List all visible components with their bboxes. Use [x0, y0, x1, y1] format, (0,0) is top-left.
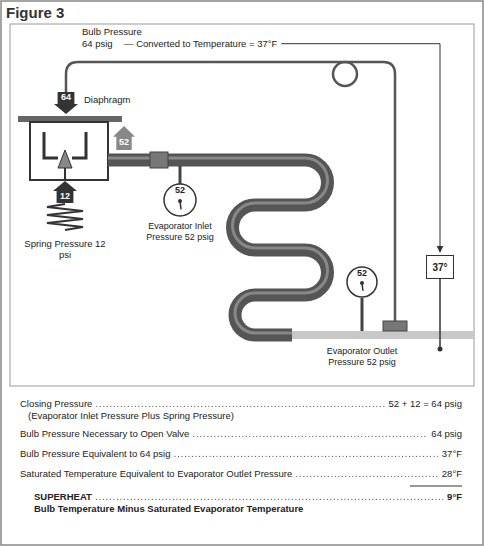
spring [47, 204, 83, 230]
leader-line [281, 44, 440, 252]
gauge-stem [179, 166, 182, 184]
table-text: 28°F [442, 468, 462, 479]
value-number: 52 [175, 186, 185, 196]
inlet-fitting [150, 152, 168, 168]
value-number: 37° [432, 262, 447, 273]
thermometer-tip [438, 347, 443, 352]
pressure-arrow: 52 [113, 126, 135, 150]
illustration-panel [10, 24, 474, 386]
gauge-pivot [178, 199, 182, 203]
callout-label: — Converted to Temperature = 37°F [124, 38, 277, 49]
thermometer-box: 37° [426, 255, 454, 279]
box-outline [427, 256, 454, 279]
valve-needle [58, 150, 72, 168]
table-text: (Evaporator Inlet Pressure Plus Spring P… [28, 410, 234, 421]
value-number: 64 [61, 93, 71, 103]
table-text: SUPERHEAT [34, 491, 92, 502]
table-text: Closing Pressure [20, 398, 92, 409]
capillary-coil [333, 62, 357, 86]
callout-label: Spring Pressure 12 psi [23, 238, 107, 261]
figure-title: Figure 3 [6, 4, 64, 22]
coil-highlight [108, 158, 328, 333]
sensing-bulb [383, 321, 407, 331]
dot-leader [175, 456, 438, 457]
pressure-arrow: 64 [54, 92, 78, 114]
thermometer-stem [439, 279, 441, 348]
gauge-stem [361, 298, 364, 331]
table-text: Saturated Temperature Equivalent to Evap… [20, 468, 292, 479]
table-text: 64 psig [431, 428, 462, 439]
callout-label: 64 psig [82, 38, 113, 49]
arrow-outline [113, 126, 135, 150]
valve-stem [64, 168, 66, 180]
table-text: 37°F [442, 448, 462, 459]
dot-leader [96, 499, 443, 500]
gauge-dial [347, 267, 377, 297]
gauge-label: Evaporator Outlet Pressure 52 psig [314, 346, 410, 368]
value-number: 52 [119, 138, 129, 148]
gauge-dial [164, 184, 196, 216]
dot-leader [96, 406, 384, 407]
table-text: Bulb Pressure Necessary to Open Valve [20, 428, 189, 439]
arrow-outline [54, 92, 78, 114]
arrow-outline [53, 181, 77, 203]
capillary-tube [66, 62, 395, 321]
dot-leader [296, 476, 438, 477]
value-number: 52 [357, 269, 367, 279]
dot-leader [193, 436, 427, 437]
table-text: Bulb Temperature Minus Saturated Evapora… [34, 503, 303, 514]
gauge-pivot [360, 281, 364, 285]
pressure-gauge: 52Evaporator Outlet Pressure 52 psig [346, 266, 378, 298]
gauge-label: Evaporator Inlet Pressure 52 psig [137, 221, 223, 243]
pressure-gauge: 52Evaporator Inlet Pressure 52 psig [163, 183, 197, 217]
table-text: Bulb Pressure Equivalent to 64 psig [20, 448, 171, 459]
callout-label: Diaphragm [84, 94, 130, 105]
table-text: 9°F [447, 491, 462, 502]
value-number: 12 [60, 192, 70, 202]
sum-rule [410, 486, 462, 487]
valve-body [30, 122, 108, 180]
suction-line [290, 331, 474, 339]
callout-label: Bulb Pressure [82, 26, 142, 37]
pressure-arrow: 12 [53, 181, 77, 203]
table-text: 52 + 12 = 64 psig [389, 398, 462, 409]
